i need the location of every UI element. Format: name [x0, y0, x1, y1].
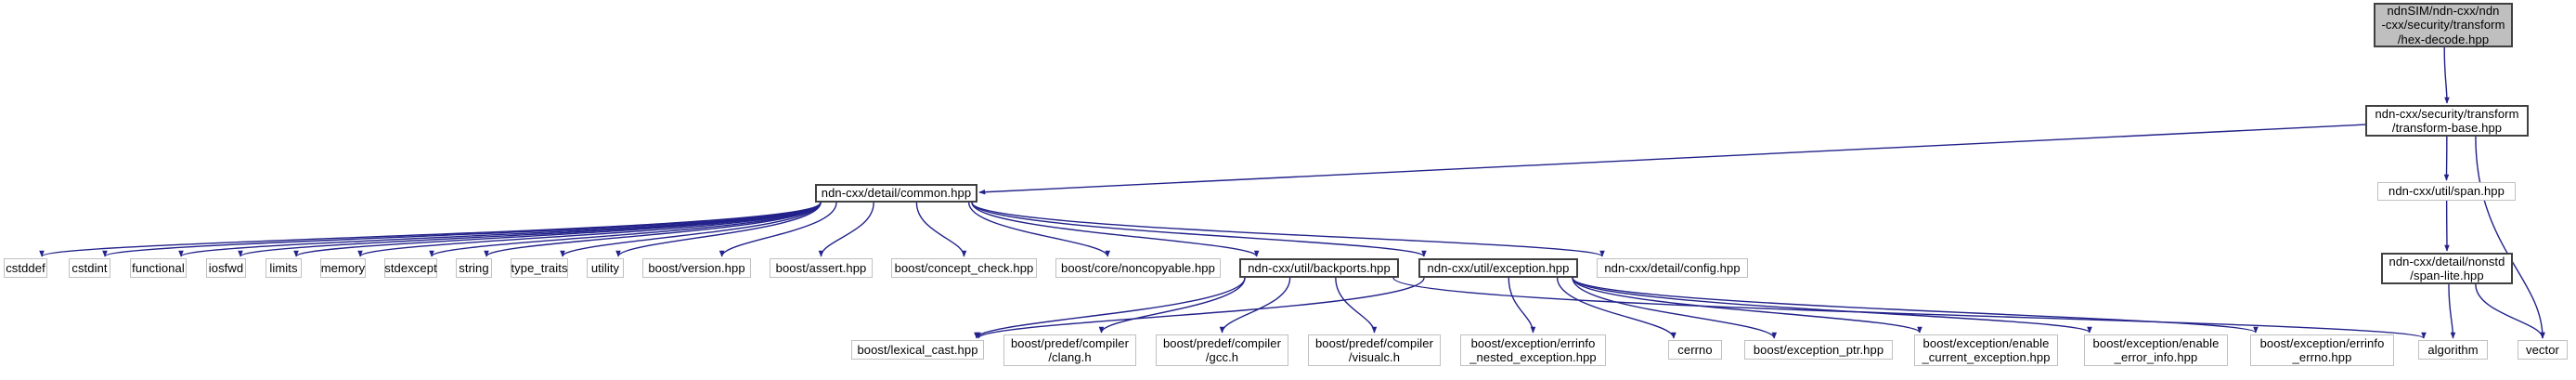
graph-edge-span_lite-to-algorithm	[2448, 283, 2456, 339]
graph-node-transform_base[interactable]: ndn-cxx/security/transform /transform-ba…	[2365, 105, 2529, 137]
graph-edge-common-to-iosfwd	[238, 202, 822, 257]
graph-node-algorithm[interactable]: algorithm	[2418, 340, 2488, 360]
graph-node-enable_current[interactable]: boost/exception/enable _current_exceptio…	[1914, 334, 2058, 366]
graph-node-errinfo_errno[interactable]: boost/exception/errinfo _errno.hpp	[2250, 334, 2394, 366]
graph-node-limits[interactable]: limits	[265, 258, 302, 278]
graph-node-predef_clang[interactable]: boost/predef/compiler /clang.h	[1003, 334, 1136, 366]
graph-node-memory[interactable]: memory	[320, 258, 366, 278]
graph-node-predef_gcc[interactable]: boost/predef/compiler /gcc.h	[1156, 334, 1288, 366]
graph-edge-common-to-backports	[971, 202, 1260, 257]
graph-edge-common-to-string	[484, 202, 822, 257]
graph-edge-common-to-memory	[357, 202, 822, 257]
graph-node-span[interactable]: ndn-cxx/util/span.hpp	[2377, 182, 2516, 201]
graph-edge-exception-to-exception_ptr	[1572, 277, 1778, 339]
graph-node-span_lite[interactable]: ndn-cxx/detail/nonstd /span-lite.hpp	[2381, 253, 2513, 284]
graph-node-enable_errinfo[interactable]: boost/exception/enable _error_info.hpp	[2084, 334, 2228, 366]
graph-node-utility[interactable]: utility	[587, 258, 624, 278]
graph-edge-common-to-limits	[293, 202, 822, 257]
graph-node-boost_concept[interactable]: boost/concept_check.hpp	[891, 258, 1037, 278]
graph-node-cstdint[interactable]: cstdint	[69, 258, 110, 278]
graph-edge-exception-to-enable_errinfo	[1572, 277, 2092, 334]
graph-node-stdexcept[interactable]: stdexcept	[384, 258, 437, 278]
graph-edge-common-to-type_traits	[560, 202, 822, 257]
graph-edge-exception-to-errinfo_nested	[1508, 277, 1536, 334]
graph-edge-backports-to-predef_gcc	[1219, 277, 1291, 334]
graph-edge-backports-to-predef_clang	[1098, 277, 1246, 334]
graph-node-boost_version[interactable]: boost/version.hpp	[642, 258, 751, 278]
graph-edge-common-to-utility	[615, 202, 822, 257]
graph-edge-backports-to-lexical_cast	[974, 277, 1246, 339]
graph-node-config[interactable]: ndn-cxx/detail/config.hpp	[1597, 258, 1748, 278]
graph-node-exception_ptr[interactable]: boost/exception_ptr.hpp	[1744, 340, 1893, 360]
graph-edge-common-to-functional	[178, 202, 822, 257]
graph-node-cerrno[interactable]: cerrno	[1668, 340, 1722, 360]
graph-edge-transform_base-to-common	[978, 124, 2366, 195]
graph-edge-common-to-config	[971, 202, 1605, 257]
graph-edge-backports-to-predef_visualc	[1335, 277, 1378, 334]
graph-edge-common-to-cstdint	[102, 202, 822, 257]
graph-edge-exception-to-enable_current	[1572, 277, 1922, 334]
graph-edge-common-to-exception	[971, 202, 1427, 257]
graph-node-string[interactable]: string	[456, 258, 492, 278]
graph-node-type_traits[interactable]: type_traits	[511, 258, 568, 278]
graph-node-predef_visualc[interactable]: boost/predef/compiler /visualc.h	[1308, 334, 1441, 366]
graph-edge-common-to-boost_noncopy	[967, 202, 1110, 257]
graph-node-errinfo_nested[interactable]: boost/exception/errinfo _nested_exceptio…	[1460, 334, 1606, 366]
graph-edge-common-to-boost_version	[718, 202, 837, 257]
graph-node-iosfwd[interactable]: iosfwd	[206, 258, 246, 278]
graph-edge-transform_base-to-vector	[2475, 136, 2545, 339]
graph-node-vector[interactable]: vector	[2518, 340, 2568, 360]
graph-node-backports[interactable]: ndn-cxx/util/backports.hpp	[1239, 258, 1399, 278]
graph-edge-common-to-cstddef	[39, 202, 822, 257]
graph-node-lexical_cast[interactable]: boost/lexical_cast.hpp	[851, 340, 984, 360]
graph-node-root[interactable]: ndnSIM/ndn-cxx/ndn -cxx/security/transfo…	[2374, 3, 2513, 47]
graph-edge-root-to-transform_base	[2443, 46, 2450, 104]
graph-edge-common-to-stdexcept	[429, 202, 822, 257]
graph-node-boost_noncopy[interactable]: boost/core/noncopyable.hpp	[1055, 258, 1221, 278]
graph-edge-exception-to-errinfo_errno	[1572, 277, 2259, 334]
graph-node-boost_assert[interactable]: boost/assert.hpp	[770, 258, 873, 278]
graph-node-common[interactable]: ndn-cxx/detail/common.hpp	[815, 184, 977, 203]
graph-edge-common-to-boost_concept	[915, 202, 967, 257]
graph-edge-backports-to-algorithm	[1392, 277, 2427, 339]
graph-node-cstddef[interactable]: cstddef	[4, 258, 47, 278]
graph-node-exception[interactable]: ndn-cxx/util/exception.hpp	[1418, 258, 1578, 278]
graph-edge-common-to-boost_assert	[818, 202, 874, 257]
graph-edge-exception-to-cerrno	[1556, 277, 1676, 339]
graph-edge-exception-to-lexical_cast	[976, 277, 1425, 339]
graph-edge-span_lite-to-vector	[2475, 283, 2545, 339]
graph-node-functional[interactable]: functional	[130, 258, 187, 278]
